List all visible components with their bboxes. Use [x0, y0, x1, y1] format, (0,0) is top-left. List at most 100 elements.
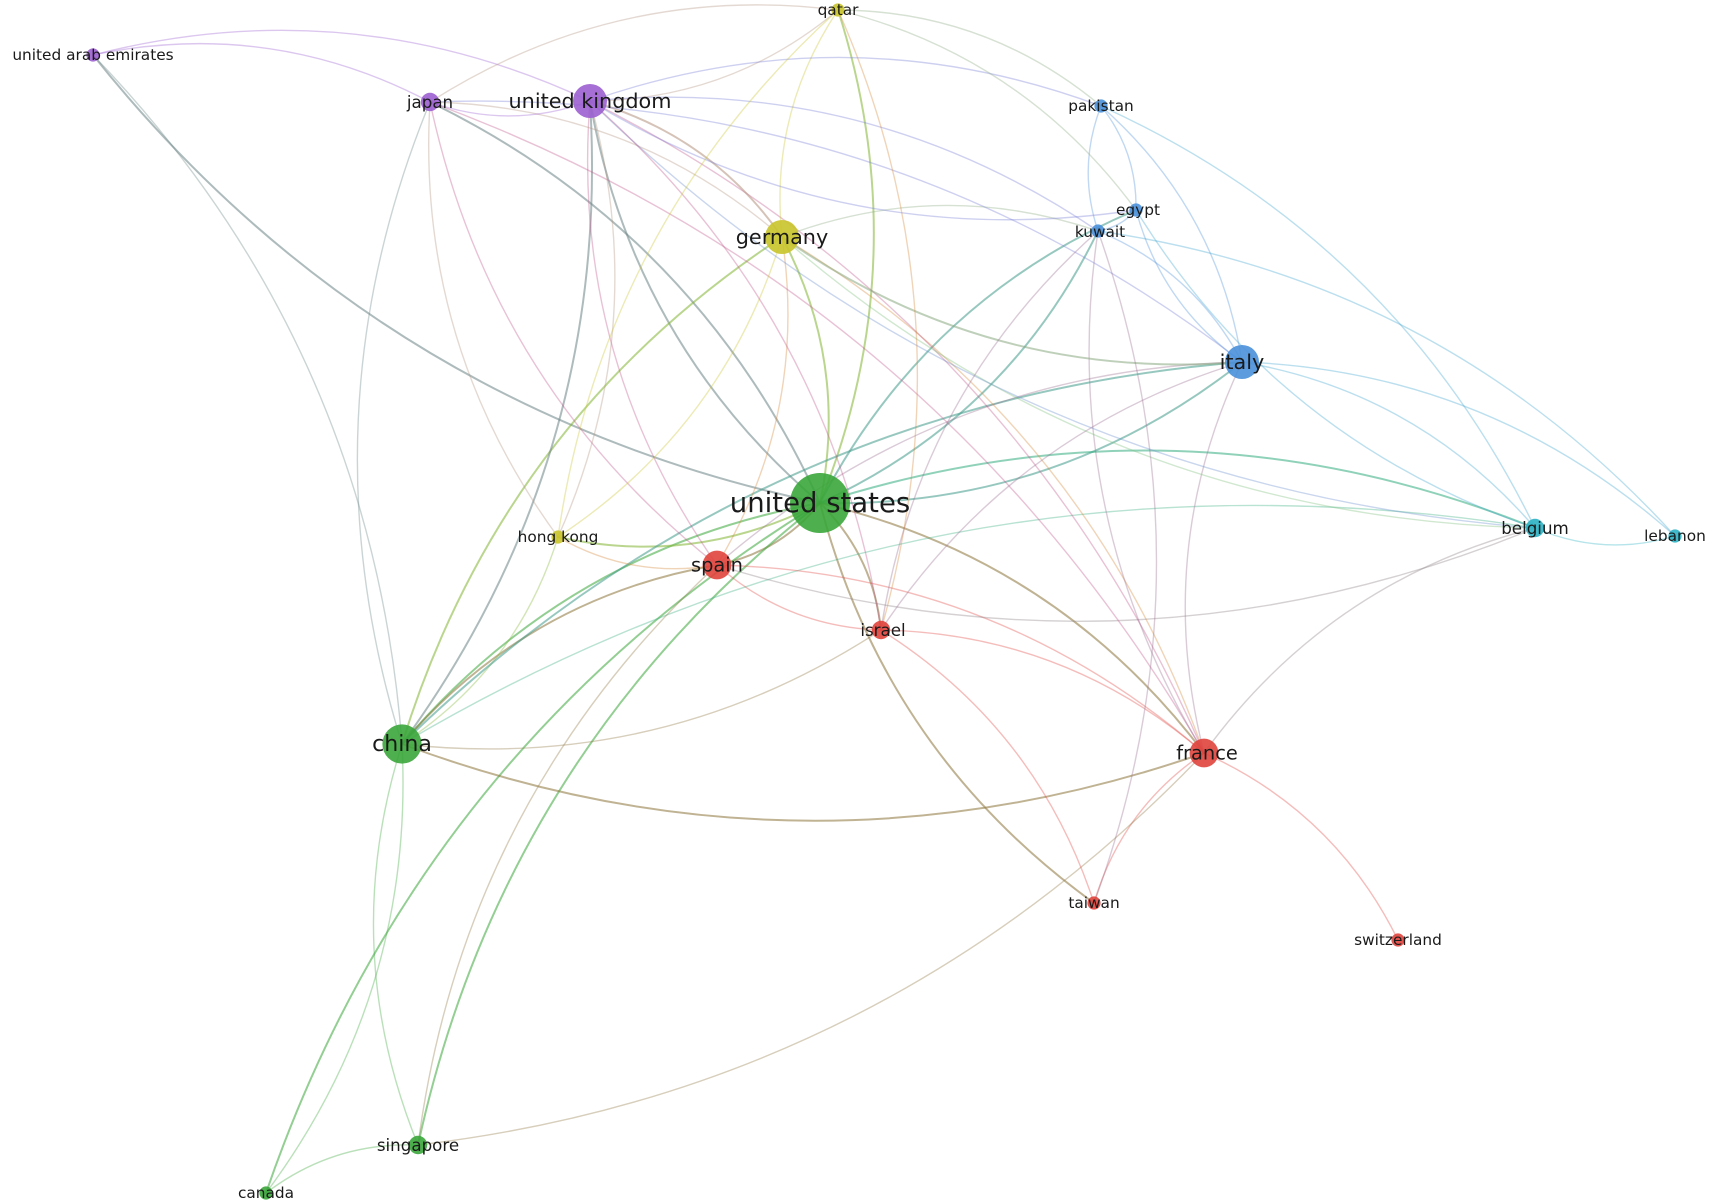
node-singapore[interactable]	[408, 1135, 428, 1155]
edge-italy-lebanon	[1241, 361, 1676, 537]
edge-united-kingdom-belgium	[589, 100, 1536, 529]
edge-china-spain	[401, 564, 718, 745]
edges-layer	[92, 4, 1676, 1194]
edge-united-kingdom-israel	[589, 100, 882, 631]
edge-belgium-pakistan	[1100, 105, 1536, 529]
edge-singapore-canada	[265, 1144, 419, 1194]
edge-france-taiwan	[1093, 752, 1205, 904]
edge-qatar-israel	[837, 9, 918, 631]
node-united-arab-emirates[interactable]	[86, 48, 100, 62]
edge-china-france	[401, 743, 1205, 822]
node-spain[interactable]	[702, 550, 732, 580]
edge-united-kingdom-hong-kong	[557, 100, 616, 538]
edge-united-kingdom-united-arab-emirates	[92, 29, 591, 102]
edge-united-states-kuwait	[819, 230, 1099, 504]
node-label-switzerland: switzerland	[1354, 931, 1442, 949]
edge-israel-taiwan	[880, 629, 1095, 904]
edge-china-hong-kong	[401, 536, 559, 745]
node-japan[interactable]	[420, 92, 440, 112]
node-pakistan[interactable]	[1094, 99, 1108, 113]
edge-italy-pakistan	[1100, 105, 1243, 363]
node-belgium[interactable]	[1525, 518, 1545, 538]
node-label-spain: spain	[691, 554, 743, 577]
edge-china-israel	[401, 629, 882, 750]
node-egypt[interactable]	[1129, 203, 1143, 217]
edge-united-states-germany	[781, 236, 830, 504]
edge-lebanon-kuwait	[1097, 230, 1676, 537]
node-label-pakistan: pakistan	[1068, 97, 1133, 115]
edge-united-states-singapore	[417, 502, 821, 1146]
edge-united-states-italy	[819, 361, 1243, 505]
edge-germany-united-kingdom	[589, 100, 783, 238]
edge-france-switzerland	[1203, 752, 1399, 941]
edge-france-japan	[429, 101, 1205, 754]
edge-united-kingdom-egypt	[589, 100, 1137, 221]
node-kuwait[interactable]	[1091, 224, 1105, 238]
edge-italy-belgium	[1241, 361, 1536, 529]
edge-france-italy	[1184, 361, 1243, 754]
node-label-united-kingdom: united kingdom	[509, 89, 672, 113]
edge-japan-united-arab-emirates	[92, 42, 431, 103]
edge-qatar-hong-kong	[557, 9, 839, 538]
node-hong-kong[interactable]	[551, 530, 565, 544]
edge-italy-egypt	[1135, 209, 1243, 363]
node-label-canada: canada	[238, 1184, 294, 1202]
edge-italy-israel	[880, 361, 1243, 631]
edge-pakistan-egypt	[1100, 105, 1137, 211]
node-united-states[interactable]	[790, 473, 850, 533]
node-china[interactable]	[382, 724, 422, 764]
edge-germany-hong-kong	[557, 236, 783, 538]
node-taiwan[interactable]	[1087, 896, 1101, 910]
node-israel[interactable]	[871, 620, 891, 640]
node-united-kingdom[interactable]	[573, 84, 607, 118]
edge-germany-japan	[429, 101, 783, 238]
edge-belgium-egypt	[1135, 209, 1536, 529]
edge-kuwait-pakistan	[1087, 105, 1102, 232]
edge-united-states-qatar	[819, 9, 875, 504]
edge-china-japan	[356, 101, 431, 745]
node-switzerland[interactable]	[1391, 933, 1405, 947]
edge-united-states-japan	[429, 101, 821, 504]
node-label-italy: italy	[1220, 350, 1265, 374]
node-label-belgium: belgium	[1501, 518, 1569, 538]
node-label-taiwan: taiwan	[1068, 894, 1119, 912]
node-label-kuwait: kuwait	[1075, 223, 1125, 241]
edge-united-states-egypt	[819, 209, 1137, 504]
node-label-israel: israel	[860, 620, 905, 640]
node-france[interactable]	[1189, 738, 1219, 768]
edge-united-states-china	[401, 502, 821, 745]
node-label-hong-kong: hong kong	[518, 528, 599, 546]
node-canada[interactable]	[259, 1186, 273, 1200]
node-label-lebanon: lebanon	[1644, 527, 1706, 545]
edge-spain-japan	[429, 101, 718, 566]
labels-layer: united stateschinasingaporecanadaspainfr…	[12, 1, 1706, 1202]
node-label-united-states: united states	[730, 487, 910, 519]
node-qatar[interactable]	[831, 3, 845, 17]
edge-united-states-taiwan	[819, 502, 1095, 904]
edge-qatar-egypt	[837, 9, 1137, 211]
edge-france-singapore	[417, 752, 1205, 1146]
edge-spain-italy	[716, 361, 1243, 566]
node-label-germany: germany	[736, 225, 828, 249]
edge-spain-united-kingdom	[586, 100, 718, 566]
edge-japan-qatar	[429, 4, 839, 103]
edge-france-israel	[880, 629, 1205, 754]
edge-united-states-belgium	[819, 449, 1536, 529]
edge-united-kingdom-pakistan	[589, 56, 1102, 107]
edge-china-belgium	[401, 504, 1536, 745]
node-italy[interactable]	[1225, 345, 1259, 379]
edge-france-germany	[781, 236, 1205, 754]
edge-germany-italy	[781, 236, 1243, 366]
edge-spain-hong-kong	[557, 536, 718, 570]
edge-united-states-united-arab-emirates	[92, 54, 821, 504]
node-lebanon[interactable]	[1668, 529, 1682, 543]
edge-kuwait-taiwan	[1093, 230, 1158, 904]
edge-kuwait-israel	[880, 230, 1099, 631]
edge-spain-belgium	[716, 527, 1536, 622]
node-label-france: france	[1176, 742, 1238, 765]
edge-united-kingdom-japan	[429, 100, 591, 117]
edge-china-italy	[401, 361, 1243, 745]
node-germany[interactable]	[765, 220, 799, 254]
edge-france-kuwait	[1088, 230, 1205, 754]
edge-germany-qatar	[779, 9, 839, 238]
